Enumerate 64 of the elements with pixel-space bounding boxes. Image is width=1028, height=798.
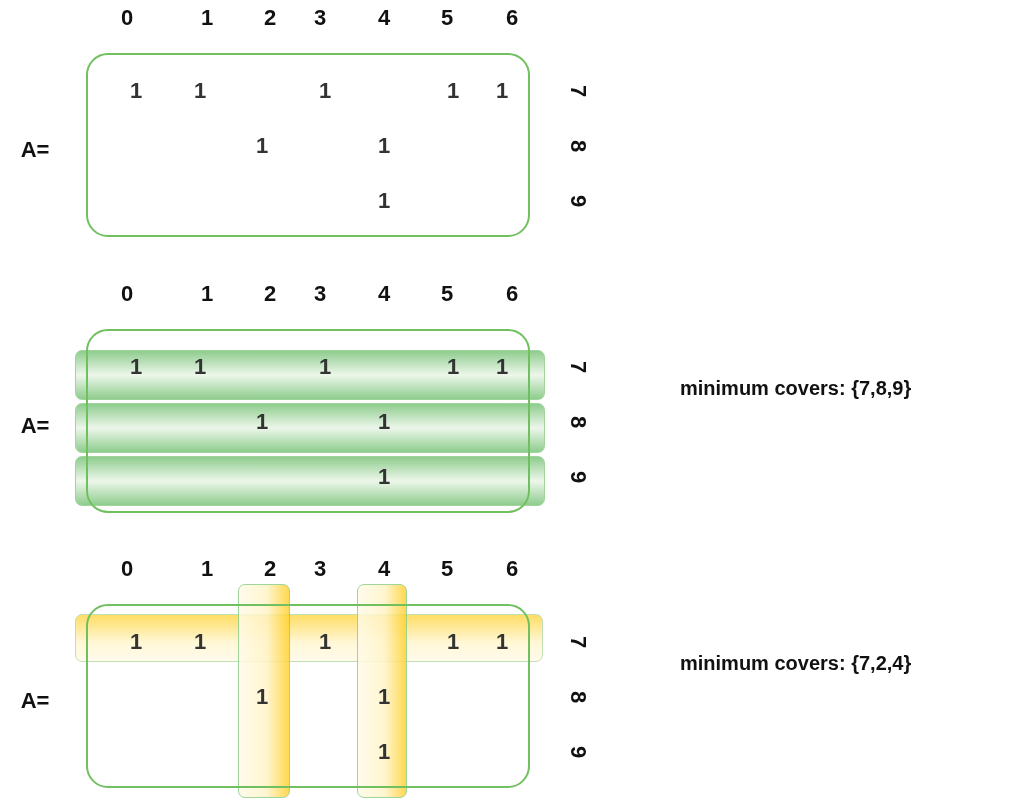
row-label: 7: [565, 360, 591, 374]
column-label: 1: [200, 281, 214, 307]
matrix-entry: 1: [377, 739, 391, 765]
column-label: 6: [505, 281, 519, 307]
matrix-label: A=: [20, 688, 50, 714]
column-label: 2: [263, 281, 277, 307]
matrix-entry: 1: [318, 354, 332, 380]
column-label: 5: [440, 5, 454, 31]
matrix-label: A=: [20, 413, 50, 439]
matrix-entry: 1: [377, 188, 391, 214]
column-label: 3: [313, 5, 327, 31]
matrix-entry: 1: [129, 629, 143, 655]
row-label: 8: [565, 139, 591, 153]
column-label: 4: [377, 5, 391, 31]
highlight-bar: [357, 584, 407, 798]
matrix-entry: 1: [255, 409, 269, 435]
column-label: 3: [313, 556, 327, 582]
column-label: 1: [200, 556, 214, 582]
matrix-bracket: [86, 329, 530, 513]
column-label: 6: [505, 5, 519, 31]
matrix-entry: 1: [318, 78, 332, 104]
matrix-entry: 1: [446, 354, 460, 380]
column-label: 0: [120, 556, 134, 582]
row-label: 7: [565, 84, 591, 98]
row-label: 9: [565, 745, 591, 759]
matrix-bracket: [86, 53, 530, 237]
column-label: 4: [377, 281, 391, 307]
matrix-entry: 1: [495, 354, 509, 380]
matrix-entry: 1: [193, 78, 207, 104]
row-label: 8: [565, 415, 591, 429]
matrix-entry: 1: [377, 684, 391, 710]
result-text: minimum covers: {7,2,4}: [680, 651, 912, 675]
column-label: 3: [313, 281, 327, 307]
matrix-entry: 1: [318, 629, 332, 655]
row-label: 8: [565, 690, 591, 704]
matrix-entry: 1: [495, 629, 509, 655]
matrix-bracket: [86, 604, 530, 788]
column-label: 0: [120, 281, 134, 307]
matrix-entry: 1: [377, 409, 391, 435]
matrix-label: A=: [20, 137, 50, 163]
column-label: 1: [200, 5, 214, 31]
column-label: 2: [263, 5, 277, 31]
column-label: 6: [505, 556, 519, 582]
column-label: 4: [377, 556, 391, 582]
column-label: 5: [440, 556, 454, 582]
column-label: 5: [440, 281, 454, 307]
matrix-entry: 1: [255, 133, 269, 159]
row-label: 9: [565, 470, 591, 484]
matrix-entry: 1: [377, 133, 391, 159]
matrix-entry: 1: [129, 78, 143, 104]
matrix-entry: 1: [377, 464, 391, 490]
row-label: 9: [565, 194, 591, 208]
column-label: 2: [263, 556, 277, 582]
highlight-bar: [238, 584, 290, 798]
matrix-entry: 1: [193, 354, 207, 380]
result-text: minimum covers: {7,8,9}: [680, 376, 912, 400]
matrix-entry: 1: [255, 684, 269, 710]
matrix-entry: 1: [495, 78, 509, 104]
matrix-entry: 1: [446, 629, 460, 655]
row-label: 7: [565, 635, 591, 649]
column-label: 0: [120, 5, 134, 31]
matrix-entry: 1: [446, 78, 460, 104]
matrix-entry: 1: [129, 354, 143, 380]
matrix-entry: 1: [193, 629, 207, 655]
